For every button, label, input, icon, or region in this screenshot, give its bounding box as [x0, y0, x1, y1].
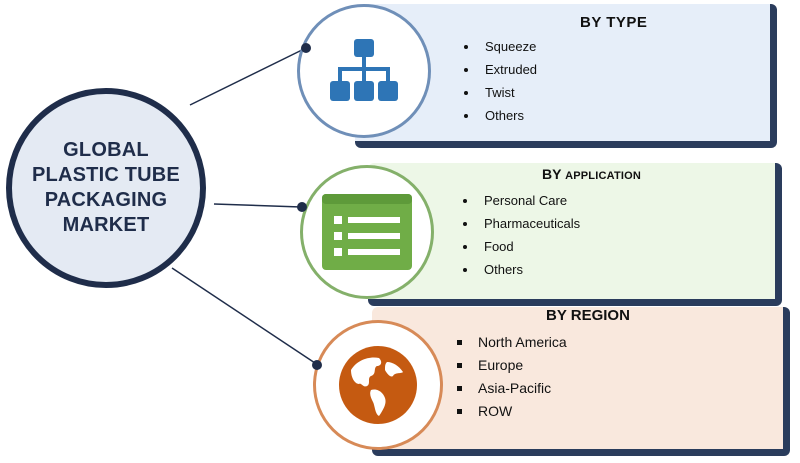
panel-region-title: BY REGION	[546, 307, 630, 324]
bullet-icon	[463, 245, 467, 249]
bullet-icon	[457, 386, 462, 391]
panel-by-application: BY APPLICATION Personal Care Pharmaceuti…	[368, 163, 782, 306]
bullet-icon	[463, 199, 467, 203]
list-item-label: Extruded	[485, 62, 538, 77]
list-item: Food	[460, 239, 580, 262]
connector-dot-type	[301, 43, 311, 53]
panel-application-title: BY APPLICATION	[542, 166, 641, 182]
bullet-icon	[457, 409, 462, 414]
list-item-label: Others	[484, 262, 524, 277]
list-item: Squeeze	[461, 39, 537, 62]
hub-title: GLOBAL PLASTIC TUBE PACKAGING MARKET	[32, 139, 180, 236]
bullet-icon	[463, 222, 467, 226]
region-list: North America Europe Asia-Pacific ROW	[454, 334, 567, 426]
panel-application-title-small: APPLICATION	[565, 170, 642, 182]
type-list: Squeeze Extruded Twist Others	[461, 39, 537, 131]
list-item: Personal Care	[460, 193, 580, 216]
list-item: ROW	[454, 403, 567, 426]
globe-icon	[339, 346, 417, 424]
connector-type	[189, 47, 307, 106]
list-item-label: Personal Care	[484, 193, 568, 208]
panel-by-region: BY REGION North America Europe Asia-Paci…	[372, 307, 790, 456]
type-icon-circle	[297, 4, 431, 138]
connector-application	[213, 203, 302, 208]
application-icon-circle	[300, 165, 434, 299]
list-item: Others	[460, 262, 580, 285]
list-item: Extruded	[461, 62, 537, 85]
list-icon	[322, 194, 412, 270]
hierarchy-icon	[330, 39, 398, 101]
panel-type-title: BY TYPE	[580, 14, 648, 31]
list-item-label: Others	[485, 108, 525, 123]
list-item: Pharmaceuticals	[460, 216, 580, 239]
hub-circle: GLOBAL PLASTIC TUBE PACKAGING MARKET	[6, 88, 206, 288]
list-item: Twist	[461, 85, 537, 108]
list-item: Others	[461, 108, 537, 131]
list-item: Europe	[454, 357, 567, 380]
bullet-icon	[457, 363, 462, 368]
connector-dot-application	[297, 202, 307, 212]
list-item-label: Pharmaceuticals	[484, 216, 581, 231]
panel-application-title-main: BY	[542, 166, 566, 182]
bullet-icon	[464, 45, 468, 49]
connector-dot-region	[312, 360, 322, 370]
bullet-icon	[457, 340, 462, 345]
bullet-icon	[464, 68, 468, 72]
list-item-label: Asia-Pacific	[478, 380, 552, 396]
list-item-label: North America	[478, 334, 567, 350]
connector-region	[171, 267, 319, 366]
list-item-label: Food	[484, 239, 514, 254]
list-item-label: Twist	[485, 85, 515, 100]
list-item-label: Europe	[478, 357, 524, 373]
list-item: Asia-Pacific	[454, 380, 567, 403]
bullet-icon	[463, 268, 467, 272]
bullet-icon	[464, 91, 468, 95]
list-item-label: ROW	[478, 403, 513, 419]
list-item: North America	[454, 334, 567, 357]
bullet-icon	[464, 114, 468, 118]
application-list: Personal Care Pharmaceuticals Food Other…	[460, 193, 580, 285]
region-icon-circle	[313, 320, 443, 450]
list-item-label: Squeeze	[485, 39, 537, 54]
